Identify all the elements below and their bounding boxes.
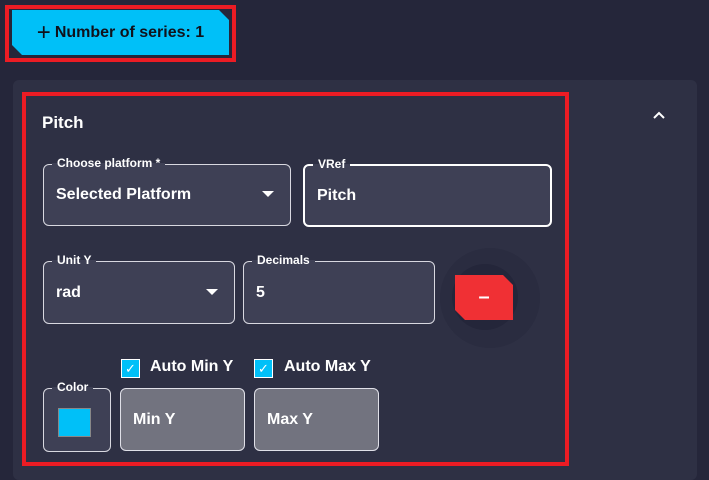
max-y-input[interactable]: Max Y bbox=[254, 388, 379, 451]
minus-icon: – bbox=[478, 286, 490, 308]
series-title: Pitch bbox=[42, 113, 84, 132]
auto-min-checkbox[interactable]: ✓ bbox=[121, 359, 140, 378]
remove-series-button[interactable]: – bbox=[455, 275, 513, 320]
auto-min-label: Auto Min Y bbox=[150, 358, 234, 375]
auto-max-label: Auto Max Y bbox=[284, 358, 371, 375]
plus-icon: + bbox=[36, 18, 51, 46]
unit-y-select[interactable]: Unit Y rad bbox=[43, 253, 235, 324]
dropdown-caret-icon bbox=[206, 288, 218, 295]
highlight-box bbox=[5, 5, 236, 62]
color-picker[interactable]: Color bbox=[43, 380, 111, 452]
chevron-up-icon[interactable] bbox=[652, 108, 666, 122]
decimals-input[interactable]: Decimals 5 bbox=[243, 253, 435, 324]
auto-max-checkbox[interactable]: ✓ bbox=[254, 359, 273, 378]
highlight-box bbox=[22, 92, 569, 466]
vref-input[interactable]: VRef Pitch bbox=[303, 157, 552, 227]
platform-select[interactable]: Choose platform * Selected Platform bbox=[43, 156, 291, 226]
color-swatch[interactable] bbox=[58, 408, 91, 437]
add-series-button[interactable]: +Number of series: 1 bbox=[12, 10, 229, 55]
min-y-input[interactable]: Min Y bbox=[120, 388, 245, 451]
dropdown-caret-icon bbox=[262, 191, 274, 197]
